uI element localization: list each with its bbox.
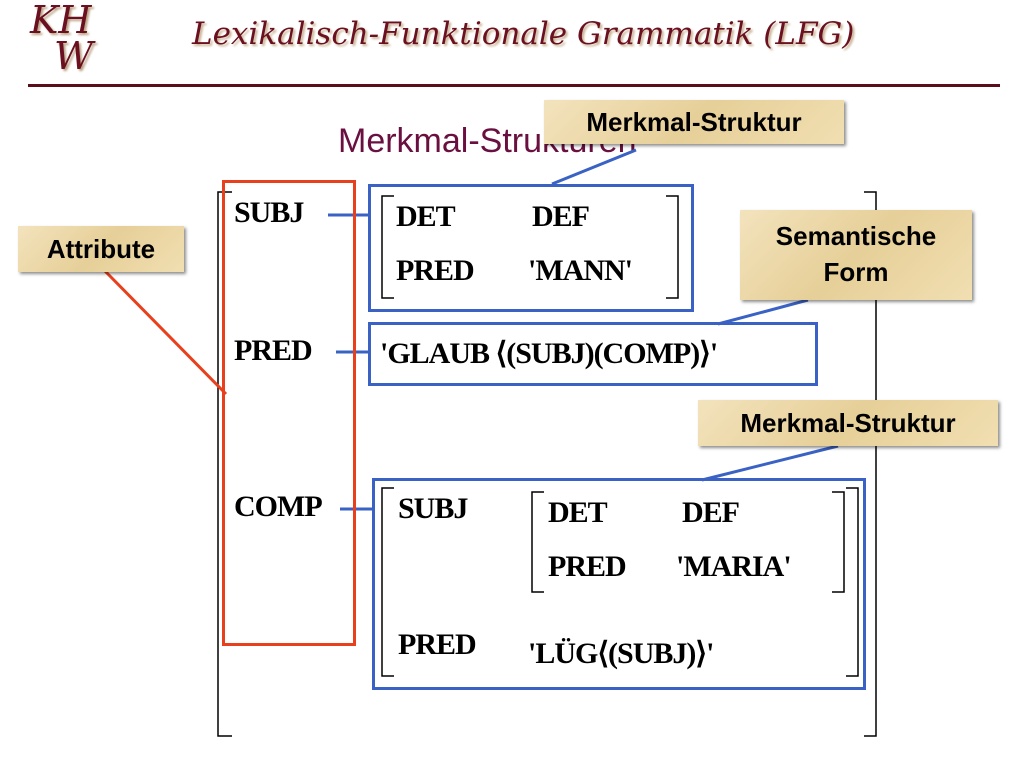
callout-top-structure-text: Merkmal-Struktur [586, 107, 802, 137]
comp-value-box [372, 478, 866, 690]
comp-bracket-left [381, 487, 394, 677]
attribute-pointer [102, 268, 228, 396]
subj-pred-attr: PRED [396, 254, 475, 287]
subj-bracket-right [666, 195, 679, 299]
pred-value: 'GLAUB ⟨(SUBJ)(COMP)⟩' [380, 337, 718, 370]
comp-pred-attr: PRED [398, 628, 477, 661]
callout-semantic-line1: Semantische [775, 221, 937, 251]
subj-det-attr: DET [396, 200, 456, 233]
outer-bracket-left [217, 191, 232, 737]
subj-det-val: DEF [532, 200, 590, 233]
callout-attribute: Attribute [18, 226, 184, 272]
comp-pred-val: 'LÜG⟨(SUBJ)⟩' [528, 637, 714, 670]
callout-attribute-text: Attribute [46, 234, 156, 264]
logo-line-1: KH [30, 0, 92, 42]
subj-bracket-left [381, 195, 394, 299]
subj-pred-val: 'MANN' [528, 254, 633, 287]
attr-subj: SUBJ [234, 196, 304, 229]
pred-value-box [368, 322, 818, 386]
attribute-column-box [222, 180, 356, 646]
header-title: Lexikalisch-Funktionale Grammatik (LFG) [192, 16, 855, 52]
attr-comp: COMP [234, 490, 323, 523]
comp-subj-attr: SUBJ [398, 492, 468, 525]
comp-subj-pred-val: 'MARIA' [676, 550, 792, 583]
outer-bracket-right [864, 191, 877, 737]
comp-subj-det-val: DEF [682, 496, 740, 529]
top-structure-pointer [551, 148, 637, 186]
callout-semantic-line2: Form [823, 257, 889, 287]
comp-subj-det-attr: DET [548, 496, 608, 529]
comp-subj-bracket-right [832, 491, 845, 593]
callout-lower-structure-text: Merkmal-Struktur [740, 408, 956, 438]
khw-logo: KH W [30, 0, 94, 78]
subj-value-box [368, 184, 694, 312]
lower-structure-pointer [701, 444, 839, 482]
attr-pred: PRED [234, 334, 313, 367]
comp-subj-pred-attr: PRED [548, 550, 627, 583]
callout-top-structure: Merkmal-Struktur [544, 100, 844, 144]
semantic-pointer [717, 298, 809, 326]
comp-bracket-right [846, 487, 859, 677]
callout-lower-structure: Merkmal-Struktur [698, 400, 998, 446]
comp-subj-bracket-left [531, 491, 544, 593]
header-divider [28, 84, 1000, 87]
logo-line-2: W [54, 34, 94, 78]
callout-semantic-form: Semantische Form [740, 210, 972, 300]
